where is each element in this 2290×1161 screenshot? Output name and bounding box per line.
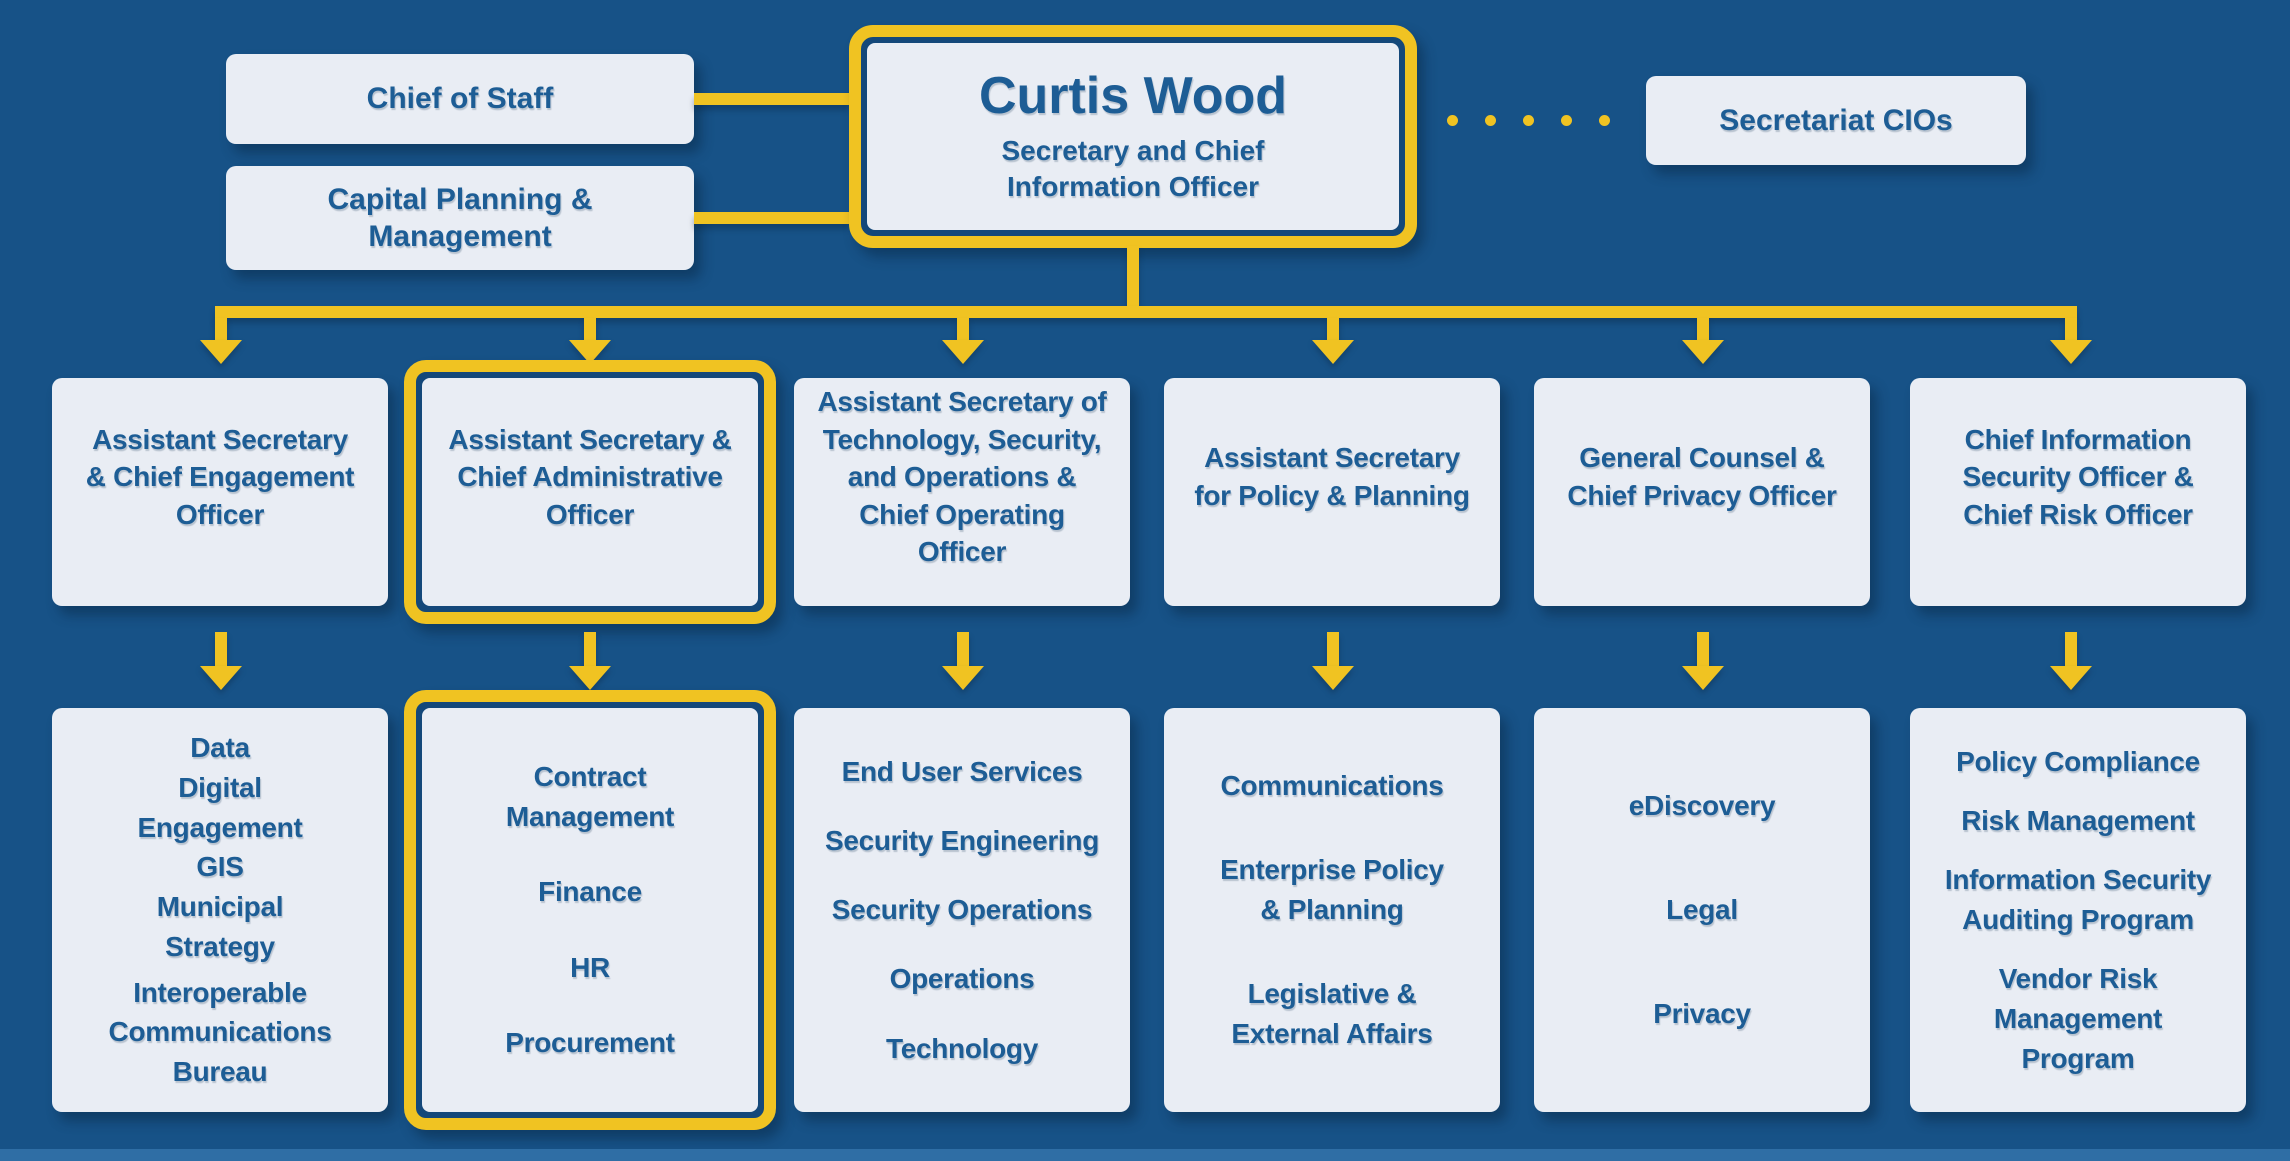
arrow-down-icon [1312, 666, 1354, 690]
connector-mid-2 [584, 632, 596, 666]
department-list-administrative-highlight: Contract Management Finance HR Procureme… [404, 690, 776, 1130]
connector-horizontal-bar [215, 306, 2077, 318]
arrow-down-icon [942, 666, 984, 690]
officer-title: General Counsel & Chief Privacy Officer [1567, 442, 1837, 511]
dotted-line-dot [1523, 115, 1534, 126]
department-list-administrative: Contract Management Finance HR Procureme… [422, 708, 758, 1112]
connector-trunk [1127, 246, 1139, 308]
list-item: Legislative & External Affairs [1231, 978, 1433, 1049]
dotted-line-dot [1485, 115, 1496, 126]
secretary-title: Secretary and Chief Information Officer [1001, 134, 1265, 203]
box-policy-planning-secretary: Assistant Secretary for Policy & Plannin… [1164, 378, 1500, 606]
list-item: Legal [1666, 894, 1738, 926]
officer-title: Chief Information Security Officer & Chi… [1962, 423, 2194, 530]
arrow-down-icon [569, 666, 611, 690]
box-secretariat-cios: Secretariat CIOs [1646, 76, 2026, 165]
secretary-name: Curtis Wood [978, 66, 1288, 125]
list-item: Privacy [1653, 998, 1751, 1030]
department-list-operations: End User Services Security Engineering S… [794, 708, 1130, 1112]
connector-drop-1 [215, 318, 227, 340]
list-item: Contract Management [505, 761, 675, 833]
list-item: HR [570, 951, 610, 983]
list-item: eDiscovery [1628, 790, 1776, 822]
box-chief-information-security-officer: Chief Information Security Officer & Chi… [1910, 378, 2246, 606]
department-list-counsel: eDiscovery Legal Privacy [1534, 708, 1870, 1112]
list-item: Information Security Auditing Program [1944, 864, 2212, 935]
list-item: Data Digital Engagement GIS Municipal St… [137, 732, 303, 962]
connector-mid-1 [215, 632, 227, 666]
dotted-line-dot [1561, 115, 1572, 126]
list-item: Technology [885, 1032, 1039, 1064]
officer-title: Assistant Secretary for Policy & Plannin… [1194, 442, 1470, 511]
list-item: Security Engineering [824, 824, 1100, 856]
box-chief-operating-officer: Assistant Secretary of Technology, Secur… [794, 378, 1130, 606]
connector-drop-3 [957, 318, 969, 340]
connector-mid-3 [957, 632, 969, 666]
box-secretariat-cios-label: Secretariat CIOs [1719, 103, 1953, 137]
list-item: Interoperable Communications Bureau [108, 976, 332, 1088]
connector-mid-4 [1327, 632, 1339, 666]
list-item: Security Operations [831, 894, 1093, 926]
list-item: Finance [538, 876, 642, 908]
connector-capital-planning [694, 212, 849, 224]
box-secretary-cio-highlight: Curtis Wood Secretary and Chief Informat… [849, 25, 1417, 248]
box-chief-administrative-officer: Assistant Secretary & Chief Administrati… [422, 378, 758, 606]
list-item: Risk Management [1961, 804, 2195, 836]
connector-mid-6 [2065, 632, 2077, 666]
department-list-engagement: Data Digital Engagement GIS Municipal St… [52, 708, 388, 1112]
list-item: Operations [889, 963, 1035, 995]
department-list-policy-planning: Communications Enterprise Policy & Plann… [1164, 708, 1500, 1112]
list-item: Procurement [505, 1026, 675, 1058]
box-secretary-cio: Curtis Wood Secretary and Chief Informat… [867, 43, 1399, 230]
box-chief-of-staff: Chief of Staff [226, 54, 694, 144]
box-general-counsel: General Counsel & Chief Privacy Officer [1534, 378, 1870, 606]
dotted-line-dot [1447, 115, 1458, 126]
box-capital-planning-label: Capital Planning & Management [327, 182, 593, 254]
arrow-down-icon [1312, 340, 1354, 364]
box-capital-planning: Capital Planning & Management [226, 166, 694, 270]
arrow-down-icon [2050, 340, 2092, 364]
officer-title: Assistant Secretary & Chief Administrati… [448, 423, 732, 530]
department-list-security-risk: Policy Compliance Risk Management Inform… [1910, 708, 2246, 1112]
connector-drop-6 [2065, 318, 2077, 340]
officer-title: Assistant Secretary & Chief Engagement O… [85, 423, 355, 530]
arrow-down-icon [1682, 340, 1724, 364]
arrow-down-icon [200, 666, 242, 690]
connector-drop-4 [1327, 318, 1339, 340]
connector-chief-of-staff [694, 93, 849, 105]
list-item: Communications [1220, 770, 1444, 802]
list-item: Policy Compliance [1956, 745, 2200, 777]
officer-title: Assistant Secretary of Technology, Secur… [817, 386, 1107, 568]
connector-drop-2 [584, 318, 596, 340]
connector-mid-5 [1697, 632, 1709, 666]
arrow-down-icon [2050, 666, 2092, 690]
box-chief-engagement-officer: Assistant Secretary & Chief Engagement O… [52, 378, 388, 606]
arrow-down-icon [200, 340, 242, 364]
box-chief-administrative-officer-highlight: Assistant Secretary & Chief Administrati… [404, 360, 776, 624]
list-item: Enterprise Policy & Planning [1220, 854, 1444, 926]
list-item: Vendor Risk Management Program [1993, 963, 2163, 1074]
connector-drop-5 [1697, 318, 1709, 340]
dotted-line-dot [1599, 115, 1610, 126]
box-chief-of-staff-label: Chief of Staff [366, 82, 554, 116]
list-item: End User Services [841, 755, 1083, 787]
bottom-edge-strip [0, 1149, 2290, 1161]
arrow-down-icon [942, 340, 984, 364]
arrow-down-icon [1682, 666, 1724, 690]
